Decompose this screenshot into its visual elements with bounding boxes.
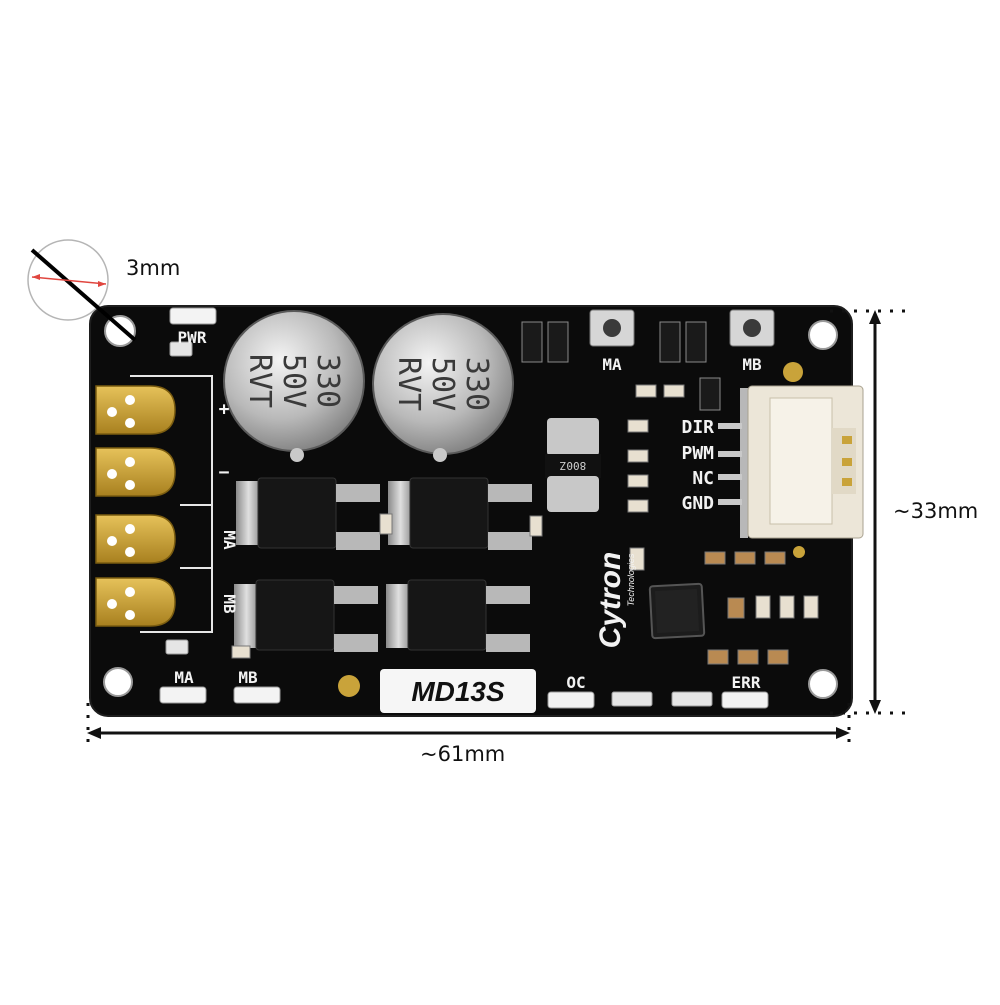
model-name: MD13S xyxy=(411,676,505,707)
inductor-code: 800Z xyxy=(559,459,586,472)
model-plate xyxy=(380,669,536,713)
terminal-plus xyxy=(95,385,176,435)
capacitor-1-value: 330 xyxy=(310,354,345,408)
capacitor-2-value: 330 xyxy=(459,357,494,411)
terminal-ma xyxy=(95,514,176,564)
capacitor-1-text: 330 50V RVT xyxy=(242,354,345,408)
label-oc: OC xyxy=(566,673,585,692)
leds xyxy=(159,307,769,709)
inductor xyxy=(545,418,601,512)
capacitor-1-voltage: 50V xyxy=(276,354,311,408)
button-mb[interactable] xyxy=(729,309,775,347)
label-err: ERR xyxy=(732,673,761,692)
capacitor-1 xyxy=(223,310,365,462)
label-mb-terminal: MB xyxy=(220,594,239,614)
hole-diameter-label: 3mm xyxy=(126,256,181,280)
pin-nc: NC xyxy=(692,468,714,489)
label-mb-button: MB xyxy=(742,355,762,374)
label-plus: + xyxy=(219,399,230,420)
label-minus: − xyxy=(219,462,230,483)
pin-pwm: PWM xyxy=(681,443,714,464)
brand-logo: Cytron Technologies xyxy=(594,552,636,649)
smd-passives xyxy=(231,384,819,665)
gold-vias xyxy=(338,362,805,697)
hole-callout xyxy=(27,239,137,342)
brand-name: Cytron xyxy=(594,552,627,649)
led-ma xyxy=(159,686,207,704)
mosfets xyxy=(234,477,532,652)
label-ma-button: MA xyxy=(602,355,622,374)
label-ma-led: MA xyxy=(174,668,194,687)
pin-gnd: GND xyxy=(681,493,714,514)
mounting-holes xyxy=(103,315,838,699)
screw-terminals xyxy=(95,385,176,627)
jst-connector xyxy=(718,385,864,539)
capacitor-2-voltage: 50V xyxy=(425,357,460,411)
microcontroller xyxy=(648,582,706,640)
capacitor-2-series: RVT xyxy=(391,357,426,411)
dimension-lines xyxy=(86,309,905,745)
terminal-mb xyxy=(95,577,176,627)
height-label: ~33mm xyxy=(893,499,979,523)
brand-sub: Technologies xyxy=(626,553,636,606)
led-err xyxy=(721,691,769,709)
button-ma[interactable] xyxy=(589,309,635,347)
led-oc xyxy=(547,691,595,709)
led-mb xyxy=(233,686,281,704)
capacitor-2 xyxy=(372,313,514,462)
terminal-silkscreen xyxy=(130,375,213,633)
width-label: ~61mm xyxy=(420,742,506,766)
capacitor-1-series: RVT xyxy=(242,354,277,408)
terminal-minus xyxy=(95,447,176,497)
capacitor-2-text: 330 50V RVT xyxy=(391,357,494,411)
pin-dir: DIR xyxy=(681,417,714,438)
smd-diodes xyxy=(521,321,721,411)
label-ma-terminal: MA xyxy=(220,530,239,550)
led-pwr xyxy=(169,307,217,325)
label-pwr: PWR xyxy=(178,328,207,347)
label-mb-led: MB xyxy=(238,668,258,687)
